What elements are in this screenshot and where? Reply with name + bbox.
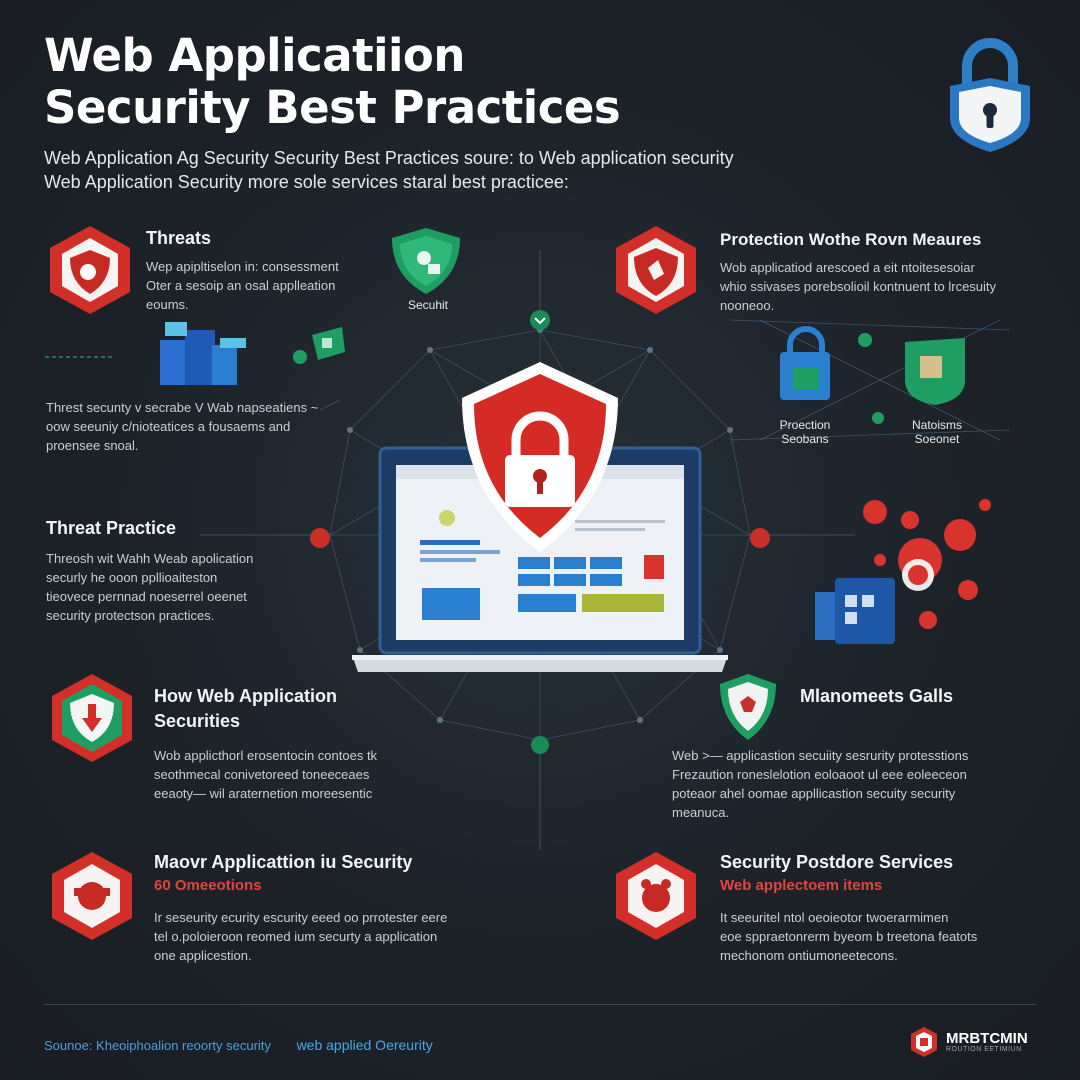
management-body-line: poteaor ahel oomae appllicastion secuity… [672,786,956,801]
services-body: It seeuritel ntol oeoieotor twoerarmimen… [720,908,977,965]
major-section: Maovr Applicattion iu Security 60 Omeeot… [154,852,447,965]
services-hex-icon [616,852,696,940]
management-body-line: Web >— applicastion secuiity sesrurity p… [672,748,969,763]
protection-body-line: whio ssivases porebsolioil kontnuent to … [720,279,997,294]
how-title-line-2: Securities [154,711,241,731]
brand-logo-icon [911,1027,937,1057]
security-shield-icon [392,228,460,294]
services-body-line: It seeuritel ntol oeoieotor twoerarmimen [720,910,949,925]
connector-node-bottom [531,736,549,754]
threats-hex-icon [50,226,130,314]
protection-title: Protection Wothe Rovn Meaures [720,230,982,249]
threats-body-line: Oter a sesoip an osal applleation [146,278,336,293]
major-body: Ir seseurity ecurity escurity eeed oo pr… [154,908,447,965]
protection-label-right: Natoisms Soeonet [911,418,962,446]
threat-note: Threst secunty v secrabe V Wab napseatie… [46,398,318,455]
major-body-line: tel o.poloieroon reomed ium securty a ap… [154,929,438,944]
services-body-line: eoe sppraetonrerm byeom b treetona feato… [720,929,978,944]
management-title: Mlanomeets Galls [800,686,954,706]
footer-brand: MRBTCMIN ROUTION EETIMIUN [910,1026,1028,1058]
how-body: Wob applicthorl erosentocin contoes tk s… [154,746,377,803]
threat-practice-line: securly he ooon ppllioaiteston [46,570,218,585]
threat-practice-body: Threosh wit Wahh Weab apolication securl… [46,549,253,625]
threat-practice-line: Threosh wit Wahh Weab apolication [46,551,254,566]
threats-title: Threats [146,228,212,248]
threat-note-line: Threst secunty v secrabe V Wab napseatie… [46,400,319,415]
server-cluster-icon [160,322,246,385]
page-subtitle: Web Application Ag Security Security Bes… [44,146,864,194]
services-section: Security Postdore Services Web applectoe… [720,852,977,965]
title-line-2: Security Best Practices [44,81,621,134]
how-body-line: eeaoty— wil araternetion moreesentic [154,786,373,801]
major-body-line: one applicestion. [154,948,252,963]
protection-body-line: Wob applicatiod arescoed a eit ntoiteses… [720,260,975,275]
how-title-line-1: How Web Application [154,686,337,706]
threat-practice-section: Threat Practice Threosh wit Wahh Weab ap… [46,518,253,625]
threat-practice-line: security protectson practices. [46,608,215,623]
footer-source: Sounoe: Kheoiphoalion reoorty security w… [44,1037,433,1053]
protection-body: Wob applicatiod arescoed a eit ntoiteses… [720,258,996,315]
threat-practice-title: Threat Practice [46,518,177,538]
brand-name: MRBTCMIN [946,1029,1028,1047]
threats-body-line: Wep apipltiselon in: consessment [146,259,339,274]
protection-body-line: nooneoo. [720,298,775,313]
protection-section: Protection Wothe Rovn Meaures Wob applic… [720,230,996,315]
connector-node-top [530,310,550,330]
major-subtitle: 60 Omeeotions [154,877,262,894]
management-title-wrap: Mlanomeets Galls [800,686,953,707]
connector-node-left [310,528,330,548]
threat-note-line: proensee snoal. [46,438,139,453]
subtitle-line-1: Web Application Ag Security Security Bes… [44,148,734,168]
footer-link[interactable]: web applied Oereurity [296,1037,433,1053]
threats-section: Threats Wep apipltiselon in: consessment… [146,228,339,314]
threat-practice-line: tieovece pernnad noeserrel oeenet [46,589,247,604]
brand-text-wrap: MRBTCMIN ROUTION EETIMIUN [946,1029,1028,1053]
how-body-line: seothmecal conivetoreed toneeceaes [154,767,370,782]
services-body-line: mechonom ontiumoneetecons. [720,948,898,963]
threats-body-line: eoums. [146,297,189,312]
services-subtitle: Web applectoem items [720,877,883,894]
security-badge-label: Secuhit [407,298,449,312]
major-body-line: Ir seseurity ecurity escurity eeed oo pr… [154,910,448,925]
padlock-shield-icon [950,38,1030,152]
subtitle-line-2: Web Application Security more sole servi… [44,172,569,192]
protection-hex-icon [616,226,696,314]
title-line-1: Web Applicatiion [44,29,465,82]
management-body-line: meanuca. [672,805,730,820]
management-body: Web >— applicastion secuiity sesrurity p… [672,746,968,822]
page-title: Web Applicatiion Security Best Practices [44,30,684,134]
footer-source-text: Sounoe: Kheoiphoalion reoorty security [44,1038,271,1053]
management-shield-icon [720,674,776,740]
how-body-line: Wob applicthorl erosentocin contoes tk [154,748,378,763]
how-section: How Web Application Securities Wob appli… [154,686,377,803]
how-hex-icon [52,674,132,762]
protection-label-left: Proection Seobans [779,418,831,446]
threat-note-line: oow seeuniy c/nioteatices a fousaems and [46,419,291,434]
services-title: Security Postdore Services [720,852,954,872]
central-shield-icon [462,362,618,552]
threats-body: Wep apipltiselon in: consessment Oter a … [146,257,339,314]
management-body-line: Frezaution roneslelotion eoloaoot ul eee… [672,767,967,782]
brand-tagline: ROUTION EETIMIUN [946,1045,1022,1053]
major-title: Maovr Applicattion iu Security [154,852,413,872]
major-hex-icon [52,852,132,940]
footer-divider [44,1004,1036,1005]
connector-node-right [750,528,770,548]
